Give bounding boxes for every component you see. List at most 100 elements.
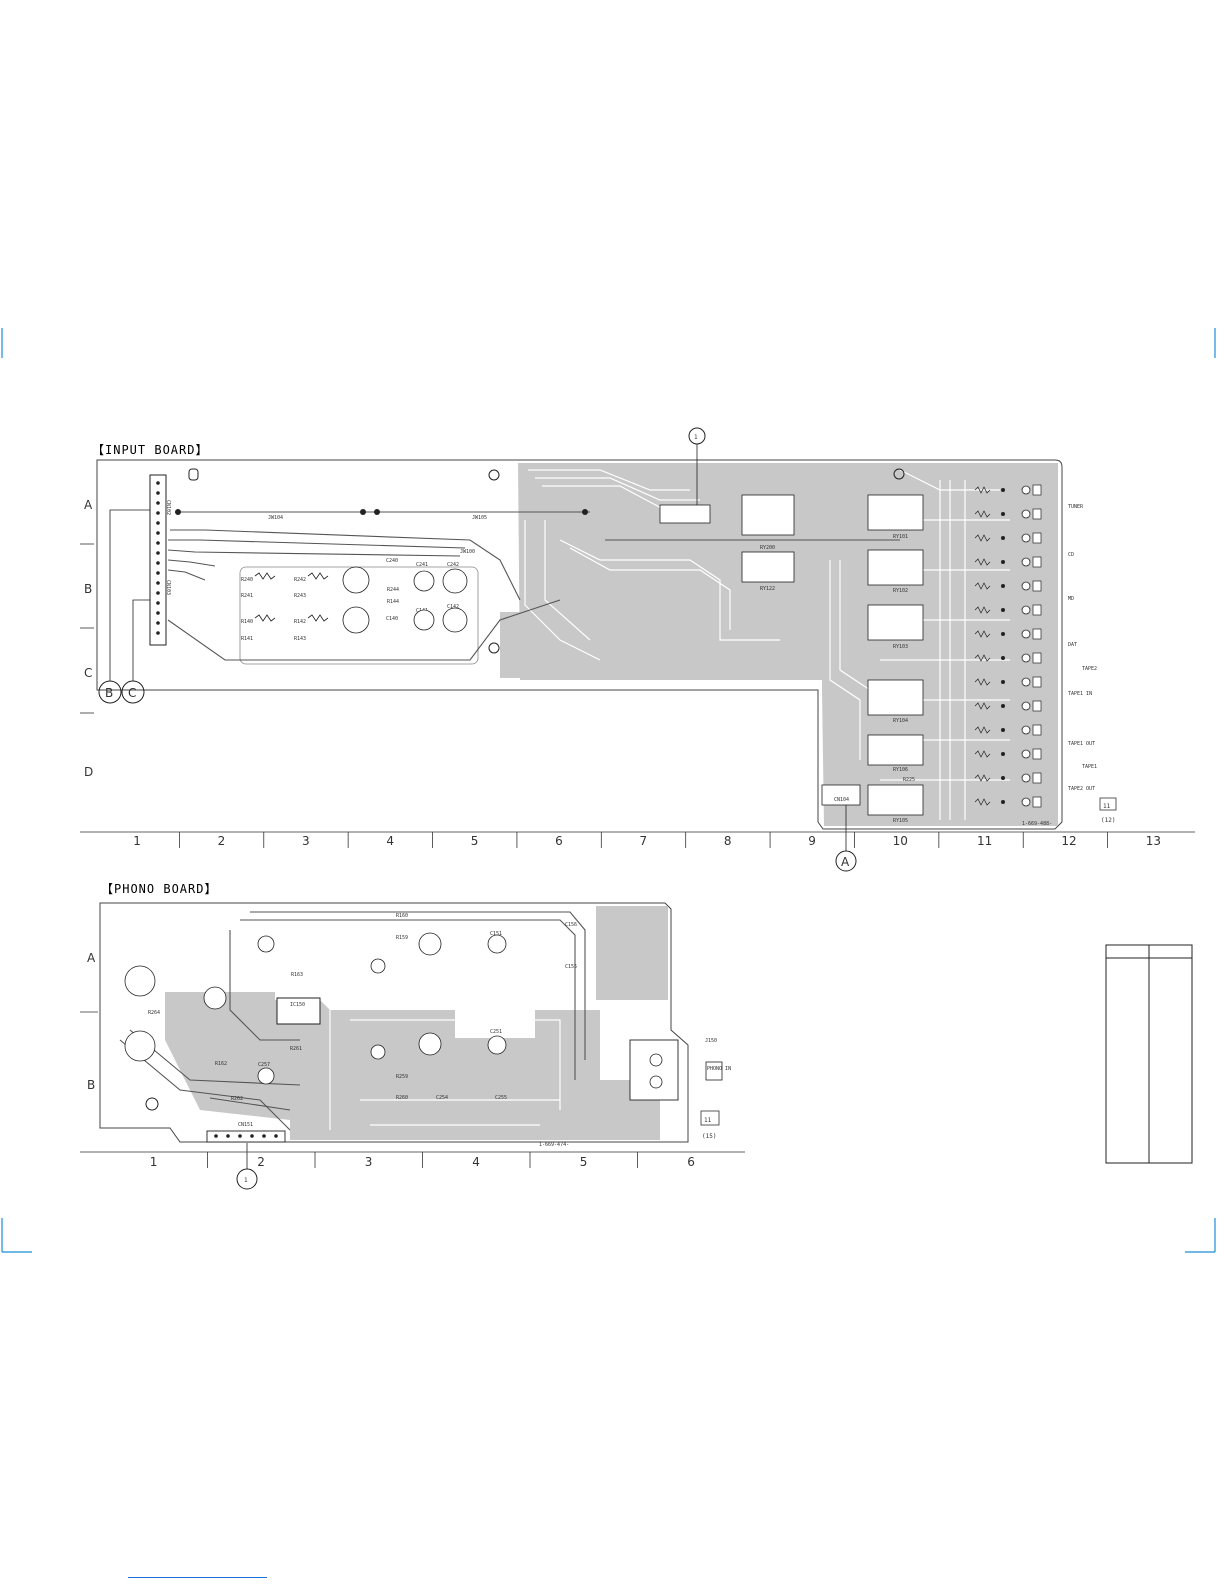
connector-pin	[156, 601, 160, 605]
phono-cap-6	[418, 932, 442, 956]
jack-label-tape1: TAPE1	[1082, 764, 1097, 770]
phono-page-ref: 11	[704, 1117, 712, 1124]
input-col-number: 2	[218, 834, 226, 848]
jack-pad	[1032, 676, 1042, 688]
connector-pin	[156, 571, 160, 575]
jack-via	[1001, 632, 1005, 636]
jack-pad	[1032, 484, 1042, 496]
cn103-label: CN103	[165, 580, 171, 595]
input-board-title: 【INPUT BOARD】	[92, 443, 208, 457]
cn102-connector	[149, 474, 167, 646]
jack-pad	[1032, 772, 1042, 784]
jack-via	[1001, 704, 1005, 708]
cn151-pin	[262, 1134, 266, 1138]
connector-pin	[156, 511, 160, 515]
jw104-label: JW104	[268, 515, 283, 521]
res-zigzag-2	[307, 572, 329, 580]
jack-pad	[1032, 580, 1042, 592]
phono-cap-big-1	[124, 965, 156, 997]
connector-pin	[156, 541, 160, 545]
phono-part-number: 1-669-474-	[539, 1142, 569, 1148]
relay-ry200	[741, 494, 795, 536]
phono-row-a: A	[87, 951, 96, 965]
connector-pin	[156, 621, 160, 625]
input-col-number: 11	[977, 834, 992, 848]
c251-label: C251	[490, 1029, 502, 1035]
input-row-c: C	[84, 666, 92, 680]
relay-ry101	[867, 494, 924, 531]
jack-resistor	[974, 486, 991, 494]
r141-label: R141	[241, 636, 253, 642]
r242-label: R242	[294, 577, 306, 583]
jack-via	[1001, 608, 1005, 612]
input-col-number: 13	[1146, 834, 1161, 848]
jack-label-tape2-out: TAPE2 OUT	[1068, 786, 1095, 792]
res-zigzag-4	[307, 614, 329, 622]
relay-ry103	[867, 604, 924, 641]
ic150-label: IC150	[290, 1002, 305, 1008]
connector-pin	[156, 481, 160, 485]
jack-resistor	[974, 678, 991, 686]
phono-cap-big-2	[124, 1030, 156, 1062]
phono-grid: A B	[80, 951, 745, 1153]
jack-terminal	[1021, 605, 1031, 615]
phono-callout-1-text: 1	[244, 1177, 248, 1184]
jack-terminal	[1021, 629, 1031, 639]
phono-jack-block	[629, 1039, 679, 1101]
r243-label: R243	[294, 593, 306, 599]
input-col-number: 1	[133, 834, 141, 848]
c240-label: C240	[386, 558, 398, 564]
legend-table	[1105, 944, 1193, 1164]
connector-pin	[156, 551, 160, 555]
r140-label: R140	[241, 619, 253, 625]
jack-via	[1001, 488, 1005, 492]
res-zigzag-1	[254, 572, 276, 580]
input-col-number: 6	[555, 834, 563, 848]
c242-label: C242	[447, 562, 459, 568]
input-col-number: 9	[808, 834, 816, 848]
bottom-link-underline[interactable]	[128, 1577, 267, 1578]
r160-label: R160	[396, 913, 408, 919]
ry122-label: RY122	[760, 586, 775, 592]
jack-via	[1001, 656, 1005, 660]
r259-label: R259	[396, 1074, 408, 1080]
input-row-a: A	[84, 498, 93, 512]
r264-label: R264	[148, 1010, 160, 1016]
phono-mount-hole	[145, 1097, 159, 1111]
c151-label: C151	[490, 931, 502, 937]
r163-label: R163	[291, 972, 303, 978]
r225-label: R225	[903, 777, 915, 783]
phono-jack-l	[649, 1053, 663, 1067]
ry105-label: RY105	[893, 818, 908, 824]
jack-resistor	[974, 654, 991, 662]
ry103-label: RY103	[893, 644, 908, 650]
input-jack-column	[974, 484, 1042, 808]
jack-terminal	[1021, 797, 1031, 807]
jack-resistor	[974, 798, 991, 806]
jack-pad	[1032, 652, 1042, 664]
r143-label: R143	[294, 636, 306, 642]
jw105-pad-a	[374, 509, 380, 515]
cn151-label: CN151	[238, 1122, 253, 1128]
jack-label-tape1-out: TAPE1 OUT	[1068, 741, 1095, 747]
connector-pin	[156, 581, 160, 585]
crop-marks	[1, 328, 1216, 1253]
phono-jack-r	[649, 1075, 663, 1089]
input-left-traces	[167, 511, 900, 661]
phono-pad-field	[455, 998, 535, 1038]
connector-pin	[156, 631, 160, 635]
jack-via	[1001, 512, 1005, 516]
input-page-ref: 11	[1103, 803, 1111, 810]
input-col-number: 3	[302, 834, 310, 848]
jw104-pad-a	[175, 509, 181, 515]
input-callout-a-text: A	[841, 855, 850, 869]
c155-label: C155	[565, 964, 577, 970]
jack-via	[1001, 800, 1005, 804]
jack-pad	[1032, 700, 1042, 712]
input-col-number: 5	[471, 834, 479, 848]
jack-label-cd: CD	[1068, 552, 1074, 558]
input-cap-3	[413, 570, 435, 592]
c255-label: C255	[495, 1095, 507, 1101]
